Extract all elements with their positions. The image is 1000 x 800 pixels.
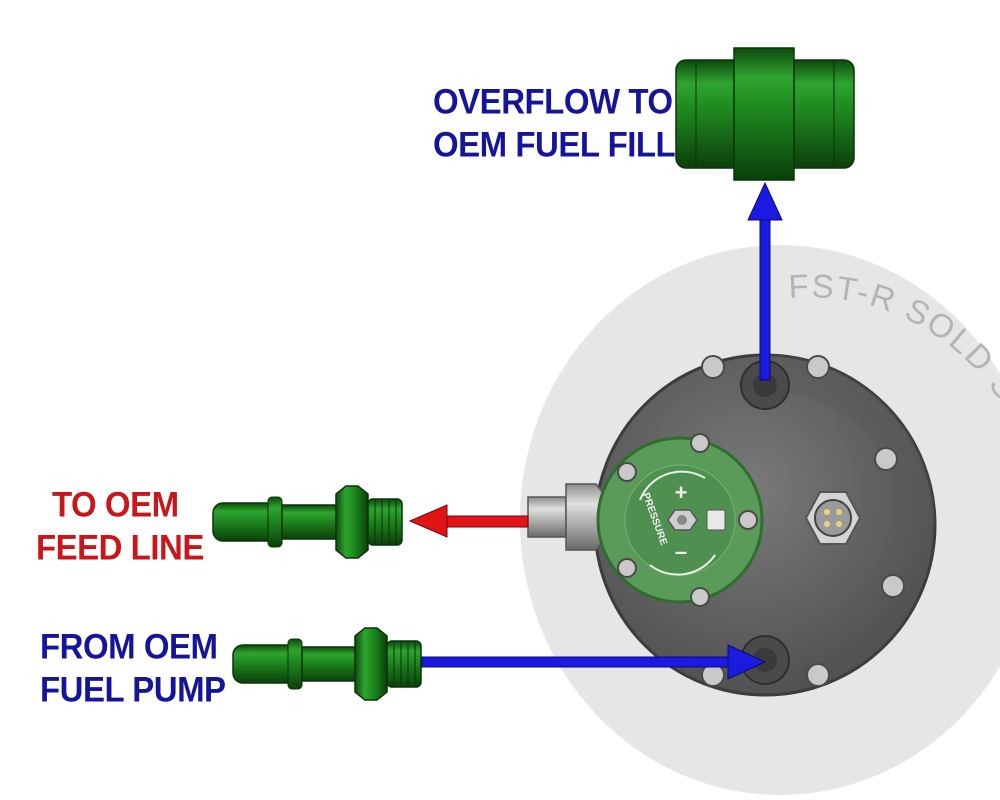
outlet-fitting bbox=[527, 483, 612, 551]
pump-arrow bbox=[421, 644, 767, 680]
pressure-regulator: + – PRESSURE bbox=[596, 433, 764, 607]
overflow-label: OVERFLOW TO OEM FUEL FILL bbox=[433, 80, 676, 166]
fuel-pump-label-line2: FUEL PUMP bbox=[40, 669, 226, 710]
overflow-arrow bbox=[747, 181, 783, 381]
regulator-plus: + bbox=[675, 480, 688, 505]
fuel-pump-label-line1: FROM OEM bbox=[40, 626, 218, 667]
feed-line-label-line1: TO OEM bbox=[52, 484, 179, 525]
overflow-fitting bbox=[675, 47, 855, 181]
overflow-label-line1: OVERFLOW TO bbox=[433, 81, 673, 122]
regulator-minus: – bbox=[675, 539, 687, 564]
feed-line-fitting bbox=[212, 485, 403, 559]
feed-line-label: TO OEM FEED LINE bbox=[36, 483, 204, 569]
fuel-pump-fitting bbox=[232, 627, 422, 701]
overflow-label-line2: OEM FUEL FILL bbox=[433, 124, 676, 165]
fuel-pump-label: FROM OEM FUEL PUMP bbox=[40, 625, 226, 711]
feed-arrow bbox=[408, 504, 529, 538]
feed-line-label-line2: FEED LINE bbox=[36, 527, 204, 568]
